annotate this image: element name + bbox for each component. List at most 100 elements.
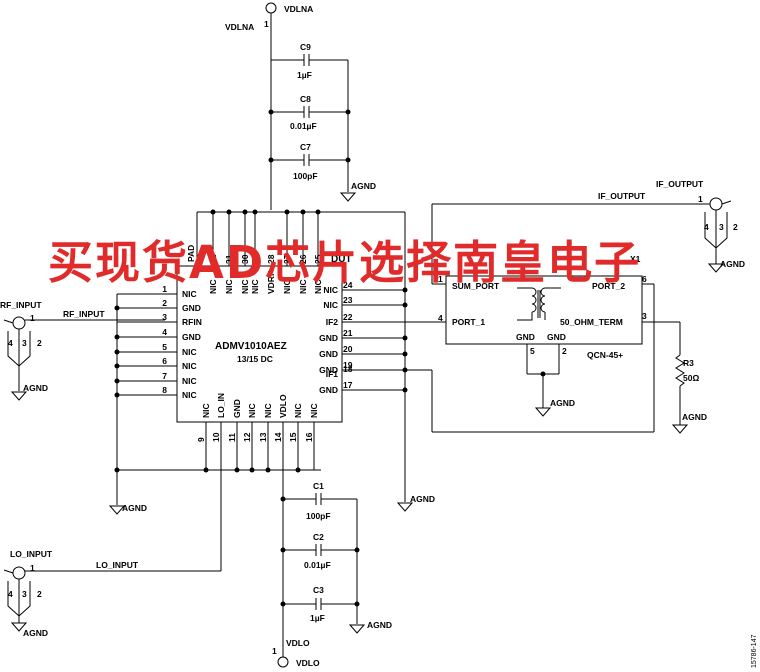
balun-port-2: PORT_2 [592, 281, 625, 291]
balun-ref: X1 [630, 254, 641, 264]
cap-c1-value: 100pF [306, 511, 331, 521]
cap-c9-value: 1µF [297, 70, 312, 80]
cap-c7-value: 100pF [293, 171, 318, 181]
cap-c3-ref: C3 [313, 585, 324, 595]
pin-number: 30 [240, 254, 250, 264]
agnd-symbol-caps-top [339, 192, 357, 202]
vdlna-rail: VDLNA VDLNA 1 C9 1µF C8 0.01µF C7 100pF … [225, 2, 376, 210]
lo-conn-pin-3: 3 [22, 589, 27, 599]
balun-pin-6: 6 [642, 274, 647, 284]
pin-name: GND [319, 385, 338, 395]
cap-c1-ref: C1 [313, 481, 324, 491]
agnd-label-caps-top: AGND [351, 181, 376, 191]
pin-number: 25 [313, 254, 323, 264]
agnd-label-caps-bottom: AGND [367, 620, 392, 630]
cap-c3-value: 1µF [310, 613, 325, 623]
agnd-symbol-r3 [671, 424, 689, 434]
vdlo-port-symbol [277, 656, 289, 668]
rf-conn-pin-4: 4 [8, 338, 13, 348]
pin-number: 26 [298, 254, 308, 264]
pin-name: NIC [282, 279, 292, 294]
lo-input-conn-label: LO_INPUT [10, 549, 53, 559]
pin-name: NIC [313, 279, 323, 294]
vdlna-top-label: VDLNA [284, 4, 313, 14]
balun-pin-3: 3 [642, 311, 647, 321]
pin-number: 4 [162, 327, 167, 337]
if-output-net-label: IF_OUTPUT [598, 191, 646, 201]
pin-name: IF1 [326, 369, 339, 379]
cap-c2-value: 0.01µF [304, 560, 331, 570]
if-conn-pin-1: 1 [698, 194, 703, 204]
pin-number: 14 [273, 432, 283, 442]
pin-number: 16 [304, 432, 314, 442]
pin-number: 22 [343, 312, 353, 322]
if-output-conn-label: IF_OUTPUT [656, 179, 704, 189]
agnd-symbol-rf [10, 391, 28, 401]
pin-number: 15 [288, 432, 298, 442]
pin-number: 20 [343, 344, 353, 354]
lo-conn-pin-4: 4 [8, 589, 13, 599]
pin-name: NIC [298, 279, 308, 294]
pin-number: 21 [343, 328, 353, 338]
pin-number: 13 [258, 432, 268, 442]
pin-name: NIC [323, 300, 338, 310]
pin-number: 8 [162, 385, 167, 395]
balun-body [445, 275, 643, 345]
pin-number: 27 [282, 254, 292, 264]
watermark-text: 买现货AD芯片选择南皇电子 [48, 236, 641, 289]
pin-number: 6 [162, 356, 167, 366]
pin-name: GND [232, 399, 242, 418]
balun-part: QCN-45+ [587, 350, 623, 360]
agnd-symbol-lo [10, 622, 28, 632]
agnd-label-if: AGND [720, 259, 745, 269]
cap-c8-value: 0.01µF [290, 121, 317, 131]
pin-number: 31 [224, 254, 234, 264]
pin-number: 18 [343, 364, 353, 374]
cap-c9-ref: C9 [300, 42, 311, 52]
pin-name: GND [319, 365, 338, 375]
balun-pin-5: 5 [530, 346, 535, 356]
pin-number: 10 [211, 432, 221, 442]
ic-body [176, 265, 343, 423]
pin-name: NIC [182, 361, 197, 371]
balun-x1: X1 SUM_PORT PORT_2 PORT_1 50_OHM_TERM GN… [342, 203, 710, 434]
figure-id: 15786-147 [751, 634, 758, 668]
pin-name: NIC [293, 403, 303, 418]
pin-number: 29 [250, 254, 260, 264]
r3-ref: R3 [683, 358, 694, 368]
balun-gnd-a: GND [516, 332, 535, 342]
pin-name: GND [319, 333, 338, 343]
balun-port-1: PORT_1 [452, 317, 485, 327]
lo-conn-pin-1: 1 [30, 563, 35, 573]
pin-number: 24 [343, 280, 353, 290]
pin-number: 23 [343, 295, 353, 305]
main-ic: ADMV1010AEZ 13/15 DC DUT PAD AGND AGND [108, 209, 435, 515]
if-conn-pin-3: 3 [719, 222, 724, 232]
pad-label: PAD [186, 245, 196, 262]
agnd-label-lo: AGND [23, 628, 48, 638]
pin-number: 2 [162, 298, 167, 308]
pin-name: NIC [182, 347, 197, 357]
rf-input-net-label: RF_INPUT [63, 309, 105, 319]
cap-c8-ref: C8 [300, 94, 311, 104]
if-output-connector: IF_OUTPUT IF_OUTPUT 1 4 3 2 AGND [598, 179, 745, 273]
pin-name: GND [319, 349, 338, 359]
pin-name: VDLO [278, 394, 288, 418]
vdlna-port-symbol [265, 2, 277, 14]
agnd-label-right: AGND [410, 494, 435, 504]
balun-term: 50_OHM_TERM [560, 317, 623, 327]
balun-pin-2: 2 [562, 346, 567, 356]
pin-name: VDRF [266, 271, 276, 294]
if-conn-pin-2: 2 [733, 222, 738, 232]
pin-name: NIC [263, 403, 273, 418]
pin-name: GND [182, 332, 201, 342]
lo-conn-pin-2: 2 [37, 589, 42, 599]
agnd-symbol-caps-bottom [348, 624, 366, 634]
agnd-symbol-balun [534, 407, 552, 417]
agnd-symbol-right [396, 502, 414, 512]
pin-name: NIC [247, 403, 257, 418]
pin-name: NIC [224, 279, 234, 294]
pin-name: NIC [182, 289, 197, 299]
